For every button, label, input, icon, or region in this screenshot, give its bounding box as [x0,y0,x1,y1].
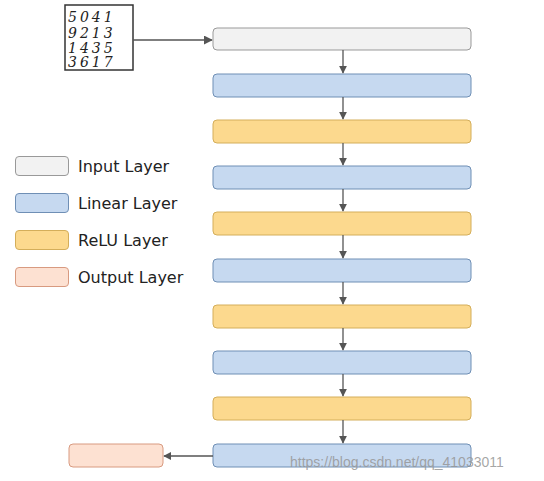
output-layer-box [69,444,163,467]
legend-label: Linear Layer [78,194,177,213]
relu-layer-box [213,305,471,328]
legend-entry: ReLU Layer [15,229,168,251]
legend-label: Output Layer [78,268,183,287]
digit-row: 5041 [68,9,116,25]
digit-row: 3617 [68,54,116,70]
watermark: https://blog.csdn.net/qq_41033011 [290,454,504,470]
linear-layer-box [213,351,471,374]
legend-swatch [15,230,69,250]
legend-label: Input Layer [78,157,169,176]
legend-swatch [15,156,69,176]
legend-swatch [15,267,69,287]
linear-layer-box [213,74,471,97]
linear-layer-box [213,259,471,282]
legend-swatch [15,193,69,213]
digit-image [65,5,133,70]
digit-row: 9213 [68,25,116,41]
legend-label: ReLU Layer [78,231,168,250]
relu-layer-box [213,212,471,235]
linear-layer-box [213,166,471,189]
input-layer-box [213,28,471,50]
legend-entry: Output Layer [15,266,183,288]
flow-arrow [133,39,212,41]
relu-layer-box [213,120,471,143]
legend-entry: Input Layer [15,155,169,177]
relu-layer-box [213,397,471,420]
digit-row: 1435 [68,40,116,56]
legend-entry: Linear Layer [15,192,177,214]
flow-arrows [164,50,343,456]
